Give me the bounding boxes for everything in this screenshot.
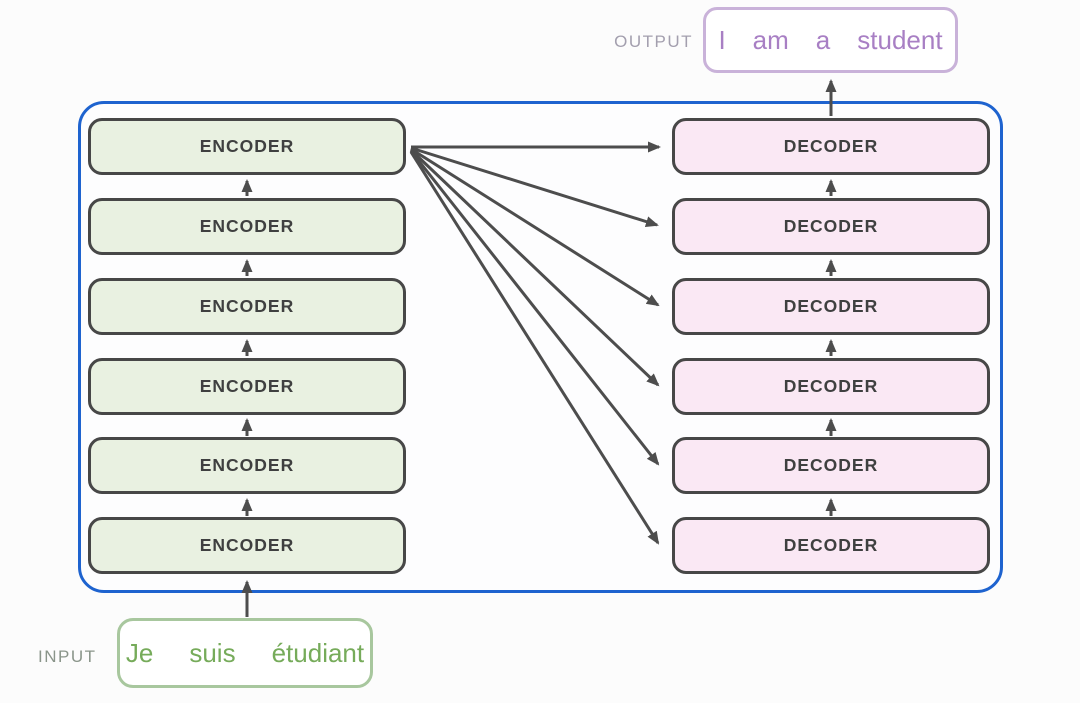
encoder-box: ENCODER [88, 358, 406, 415]
decoder-box: DECODER [672, 278, 990, 335]
encoder-box: ENCODER [88, 198, 406, 255]
output-token: I [718, 24, 726, 55]
output-sentence-box: I am a student [703, 7, 958, 73]
decoder-box: DECODER [672, 358, 990, 415]
input-token: étudiant [271, 637, 365, 668]
input-token: suis [189, 637, 236, 668]
input-token: Je [125, 637, 154, 668]
encoder-box: ENCODER [88, 437, 406, 494]
decoder-box: DECODER [672, 517, 990, 574]
output-token: student [857, 24, 943, 55]
encoder-box: ENCODER [88, 278, 406, 335]
encoder-box: ENCODER [88, 118, 406, 175]
output-token: a [815, 24, 831, 55]
input-sentence-box: Je suis étudiant [117, 618, 373, 688]
decoder-box: DECODER [672, 437, 990, 494]
output-label: OUTPUT [614, 32, 693, 51]
decoder-box: DECODER [672, 198, 990, 255]
decoder-box: DECODER [672, 118, 990, 175]
encoder-box: ENCODER [88, 517, 406, 574]
output-token: am [752, 24, 789, 55]
input-label: INPUT [38, 647, 97, 666]
